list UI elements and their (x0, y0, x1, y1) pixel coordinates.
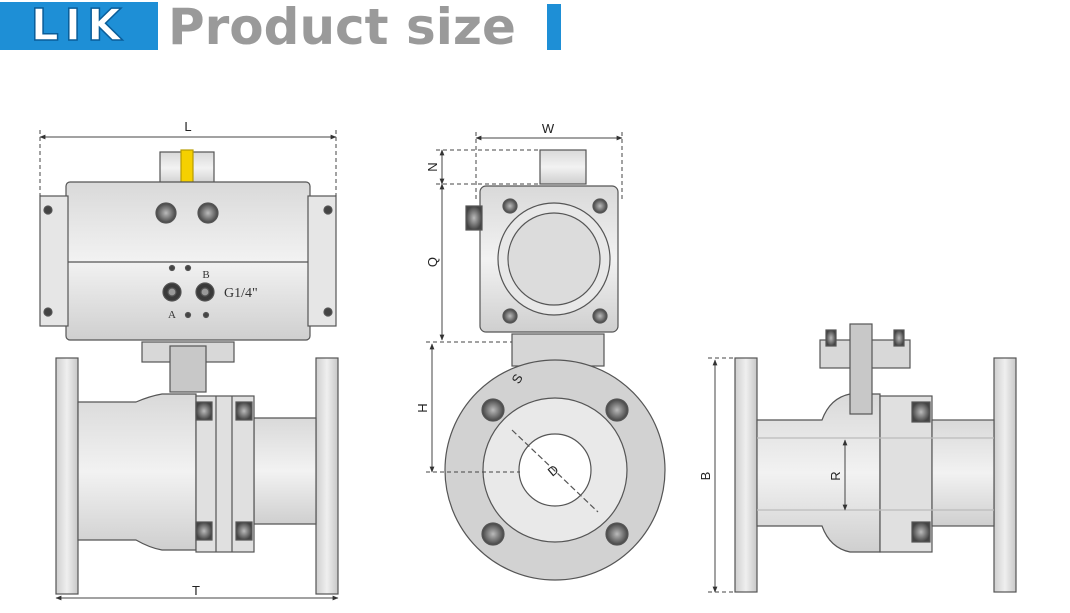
valve-body-right (253, 417, 317, 525)
logo-text: LIK (30, 0, 128, 51)
dimension-B-R (708, 357, 848, 593)
dimension-vertical-side (426, 149, 540, 473)
label-B: B (698, 472, 713, 481)
fitting (155, 202, 177, 224)
actuator-end-cap-left (39, 195, 69, 327)
page-title: Product size (168, 0, 516, 56)
actuator-end-cap-right (307, 195, 337, 327)
label-T: T (192, 583, 200, 598)
header: LIK Product size (0, 0, 600, 56)
label-L: L (184, 119, 191, 134)
label-N: N (425, 162, 440, 171)
section-flange-right (993, 357, 1017, 593)
flange-left (55, 357, 79, 595)
front-view (39, 149, 339, 595)
logo: LIK (0, 0, 158, 51)
section-view (734, 323, 1017, 593)
port-b-label: B (202, 269, 209, 281)
thread-size-label: G1/4" (224, 286, 258, 301)
port-a-label: A (168, 309, 176, 321)
position-indicator (180, 149, 194, 185)
flange-right (315, 357, 339, 595)
fitting (197, 202, 219, 224)
dimension-W (475, 132, 623, 200)
label-W: W (542, 121, 555, 136)
stem (849, 323, 873, 415)
valve-body-left (77, 393, 197, 551)
side-view (444, 149, 666, 581)
section-flange-left (734, 357, 758, 593)
label-Q: Q (425, 257, 440, 267)
title-accent-bar (547, 4, 561, 50)
dimension-L (39, 130, 337, 196)
label-R: R (828, 471, 843, 480)
label-H: H (415, 403, 430, 412)
